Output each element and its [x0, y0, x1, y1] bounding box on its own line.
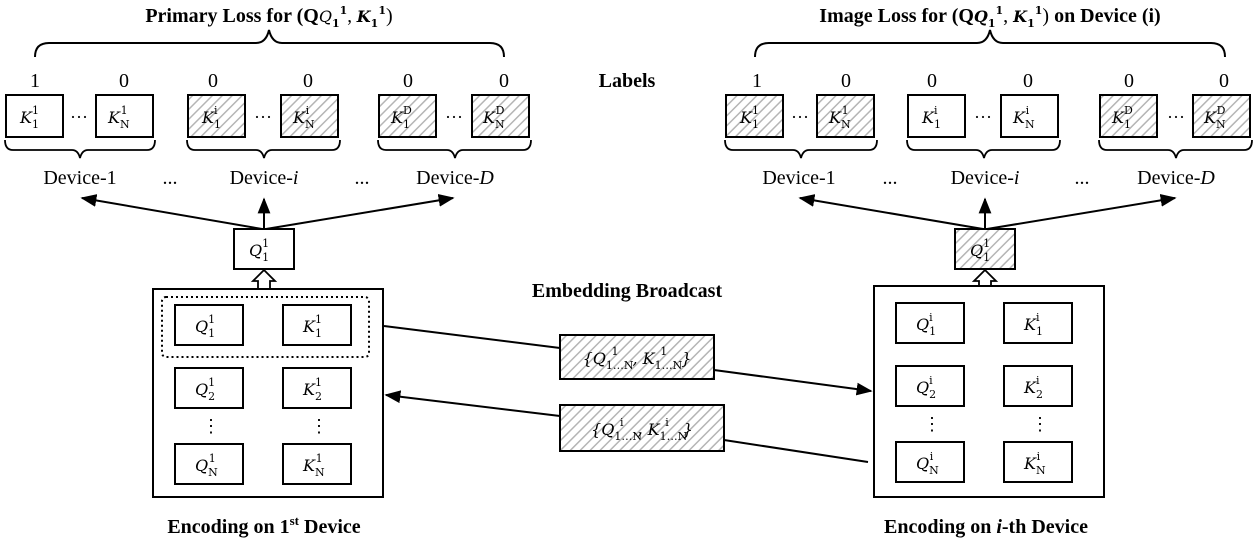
label-value: 0 — [499, 70, 509, 92]
image-loss-title: Image Loss for (QQ11, K11) on Device (i) — [819, 4, 1160, 30]
key-box — [907, 94, 966, 138]
svg-text:···: ··· — [974, 107, 992, 127]
ellipsis: ... — [1075, 167, 1090, 189]
label-value: 0 — [1023, 70, 1033, 92]
ellipsis: ... — [883, 167, 898, 189]
top-brace-left — [34, 29, 505, 58]
svg-text:Q11: Q11 — [195, 313, 215, 340]
top-brace-right — [754, 29, 1226, 58]
key-box — [5, 94, 64, 138]
svg-text:KN1: KN1 — [828, 104, 851, 131]
key-box-hatched — [280, 94, 339, 138]
hollow-up-arrow — [250, 268, 278, 290]
device-labels-right: Device-1 ... Device-i ... Device-D — [762, 167, 1215, 189]
primary-loss-title: Primary Loss for (QQ11, K11) — [145, 4, 392, 30]
key-box-hatched — [725, 94, 784, 138]
device-label: Device-i — [230, 167, 299, 189]
label-value: 0 — [841, 70, 851, 92]
device-labels-left: Device-1 ... Device-i ... Device-D — [43, 167, 494, 189]
label-value: 0 — [1219, 70, 1229, 92]
label-value: 0 — [119, 70, 129, 92]
broadcast-box-send — [559, 334, 715, 380]
broadcast-line — [383, 325, 561, 349]
svg-text:KND: KND — [1203, 104, 1226, 131]
label-value: 0 — [303, 70, 313, 92]
svg-text:Q21: Q21 — [195, 376, 215, 403]
encoding-ith-caption: Encoding on i-th Device — [884, 516, 1088, 538]
broadcast-line — [723, 439, 869, 463]
svg-text:K11: K11 — [302, 313, 322, 340]
dotted-selection — [161, 296, 370, 358]
key-box-hatched — [187, 94, 246, 138]
device-label: Device-i — [951, 167, 1020, 189]
broadcast-arrow-send — [713, 369, 873, 396]
svg-text:···: ··· — [254, 107, 272, 127]
svg-text:⋮: ⋮ — [202, 416, 220, 436]
device-label: Device-D — [1137, 167, 1215, 189]
svg-text:···: ··· — [445, 107, 463, 127]
svg-text:K2i: K2i — [1023, 374, 1043, 401]
label-value: 0 — [403, 70, 413, 92]
svg-text:⋮: ⋮ — [923, 414, 941, 434]
svg-text:K11: K11 — [739, 104, 759, 131]
query-label: Q11 — [970, 237, 990, 264]
svg-text:K11: K11 — [19, 104, 39, 131]
broadcast-box-recv — [559, 404, 725, 452]
device-braces — [4, 139, 1253, 159]
svg-text:K1i: K1i — [201, 104, 221, 131]
label-value: 0 — [1124, 70, 1134, 92]
image-key-boxes: K11 ··· KN1 K1i ··· KNi K1D ··· KND — [725, 94, 1251, 138]
device-label: Device-1 — [762, 167, 835, 189]
ellipsis: ... — [163, 167, 178, 189]
svg-text:···: ··· — [1167, 107, 1185, 127]
labels-title: Labels — [599, 70, 656, 92]
encoding-first-caption: Encoding on 1st Device — [167, 513, 360, 538]
svg-text:KN1: KN1 — [107, 104, 130, 131]
key-box-hatched — [1192, 94, 1251, 138]
query-arrows-right — [798, 194, 1177, 230]
svg-text:⋮: ⋮ — [310, 416, 328, 436]
label-value: 0 — [208, 70, 218, 92]
encoding-cells-ith: Q1i K1i Q2i K2i ⋮ ⋮ QNi KNi — [895, 302, 1073, 483]
key-box — [1000, 94, 1059, 138]
query-box-hatched — [954, 228, 1016, 270]
broadcast-arrow-recv — [384, 390, 561, 417]
svg-text:QN1: QN1 — [195, 452, 218, 479]
key-box-hatched — [816, 94, 875, 138]
embedding-broadcast-title: Embedding Broadcast — [532, 280, 723, 302]
device-label: Device-1 — [43, 167, 116, 189]
svg-text:···: ··· — [70, 107, 88, 127]
svg-text:···: ··· — [791, 107, 809, 127]
query-arrows-left — [80, 194, 455, 230]
primary-key-boxes: K11 ··· KN1 K1i ··· KNi K1D ··· KND — [5, 94, 530, 138]
svg-text:K1D: K1D — [1111, 104, 1133, 131]
device-label: Device-D — [416, 167, 494, 189]
label-value: 0 — [927, 70, 937, 92]
svg-text:⋮: ⋮ — [1031, 414, 1049, 434]
svg-text:KN1: KN1 — [302, 452, 325, 479]
svg-text:Q2i: Q2i — [916, 374, 936, 401]
svg-text:K1D: K1D — [390, 104, 412, 131]
encoding-cells-first: Q11 K11 Q21 K21 ⋮ ⋮ QN1 KN1 — [174, 304, 352, 485]
svg-text:K1i: K1i — [1023, 311, 1043, 338]
svg-text:Q1i: Q1i — [916, 311, 936, 338]
ellipsis: ... — [355, 167, 370, 189]
key-box-hatched — [378, 94, 437, 138]
key-box-hatched — [1099, 94, 1158, 138]
query-box — [233, 228, 295, 270]
label-value: 1 — [752, 70, 762, 92]
query-label: Q11 — [249, 237, 269, 264]
svg-text:KND: KND — [482, 104, 505, 131]
key-box — [95, 94, 154, 138]
label-values-left: 1 0 0 0 0 0 — [30, 70, 509, 92]
svg-text:K21: K21 — [302, 376, 322, 403]
label-values-right: 1 0 0 0 0 0 — [752, 70, 1229, 92]
label-value: 1 — [30, 70, 40, 92]
svg-text:K1i: K1i — [921, 104, 941, 131]
key-box-hatched — [471, 94, 530, 138]
